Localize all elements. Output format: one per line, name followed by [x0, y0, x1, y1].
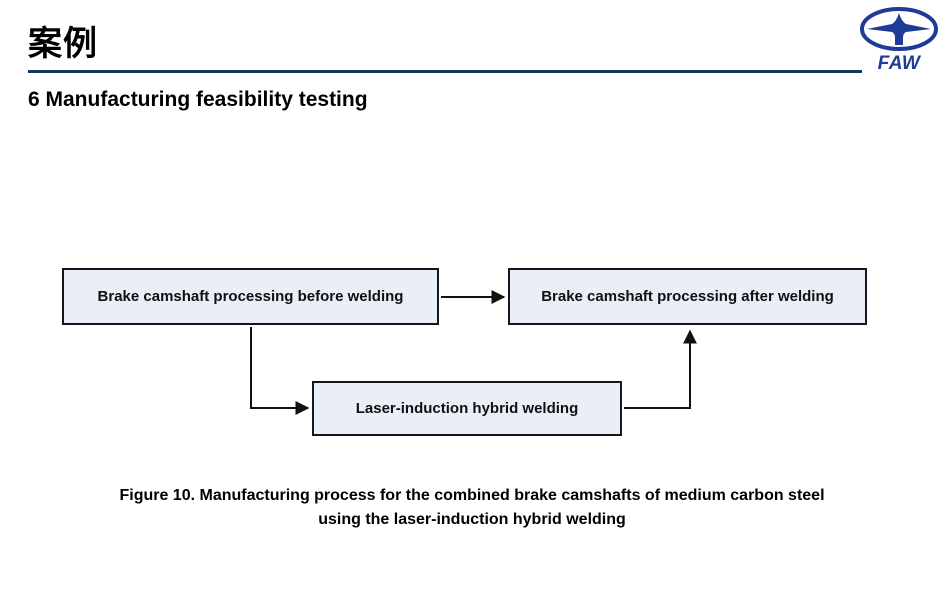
node-before-welding: Brake camshaft processing before welding: [62, 268, 439, 325]
header-divider: [28, 70, 862, 73]
faw-logo: FAW: [858, 6, 940, 75]
faw-wordmark: FAW: [877, 53, 921, 74]
node-hybrid-welding: Laser-induction hybrid welding: [312, 381, 622, 436]
node-after-welding: Brake camshaft processing after welding: [508, 268, 867, 325]
figure-caption-line2: using the laser-induction hybrid welding: [318, 511, 626, 528]
figure-caption: Figure 10. Manufacturing process for the…: [0, 484, 944, 532]
figure-caption-line1: Figure 10. Manufacturing process for the…: [119, 487, 825, 504]
page-title: 案例: [28, 25, 98, 63]
faw-logo-icon: [860, 7, 938, 51]
arrow-before-to-hybrid: [250, 327, 310, 415]
section-heading: 6 Manufacturing feasibility testing: [28, 88, 368, 111]
arrow-hybrid-to-after: [624, 329, 697, 409]
